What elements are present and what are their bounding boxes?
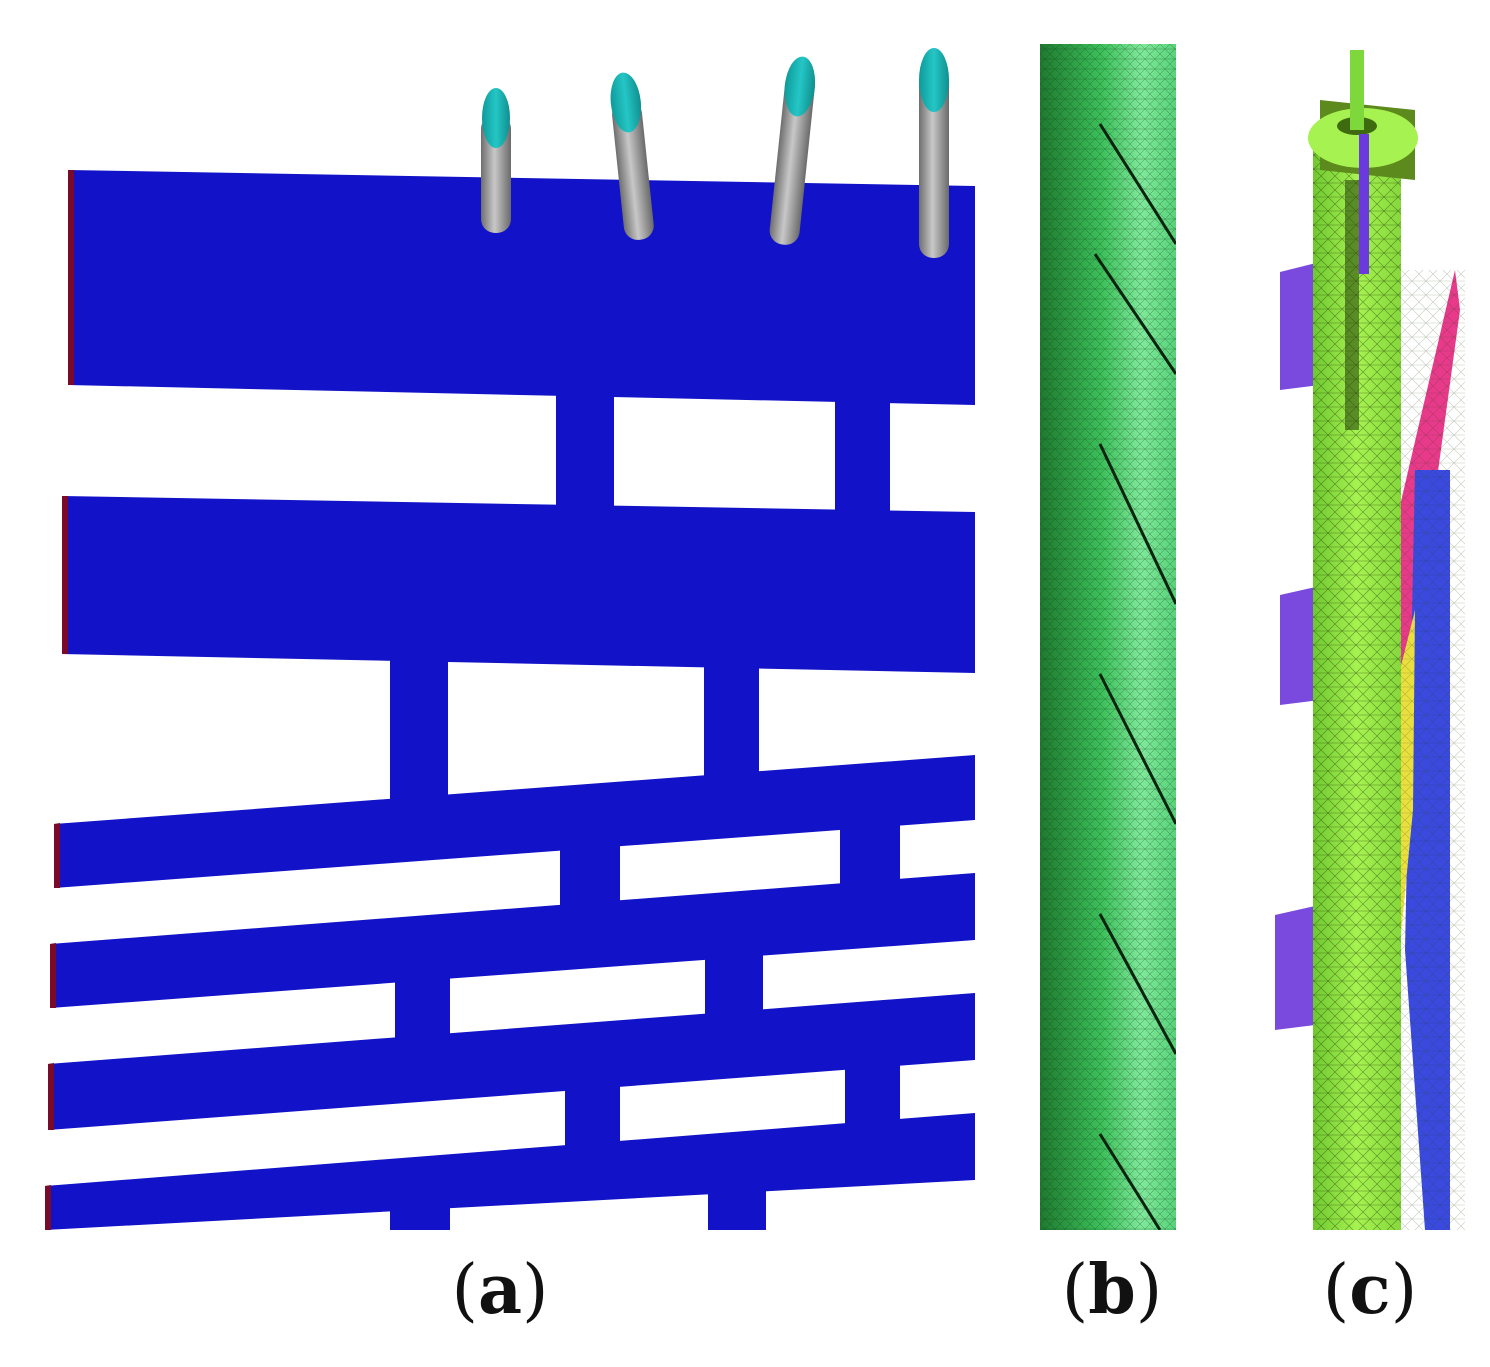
plate-edge [54, 823, 60, 888]
center-rod [1350, 50, 1364, 130]
plate-edge [50, 943, 56, 1008]
plate-bar-5 [48, 993, 975, 1130]
plate-connector [835, 395, 890, 515]
fin-tab [1275, 906, 1315, 1030]
plate-connector [390, 655, 448, 805]
plate-bar-4 [50, 873, 975, 1008]
plate-connector [556, 390, 614, 510]
caption-b: (b) [1061, 1250, 1163, 1330]
plate-connector [560, 810, 620, 910]
center-rod-dark [1345, 180, 1359, 430]
rod [610, 72, 654, 240]
rod [481, 88, 511, 233]
plate-edge [68, 170, 74, 385]
plate-edge [45, 1185, 51, 1230]
tube-mesh [1040, 44, 1176, 1230]
panel-c-finned-tube [1265, 50, 1465, 1230]
plate-edge [48, 1063, 54, 1130]
rod [769, 56, 816, 245]
plate-connector [390, 1200, 450, 1230]
panel-a-plate-mesh [40, 40, 975, 1230]
plate-mesh-figure [45, 48, 975, 1230]
helix-lines [1093, 123, 1176, 1230]
plate-bar-3 [54, 755, 975, 888]
plate-connector [840, 805, 900, 885]
caption-c: (c) [1322, 1250, 1418, 1330]
fin-tab [1280, 586, 1320, 705]
panel-b-helical-tube [1040, 44, 1176, 1230]
plate-bar-2 [62, 496, 975, 673]
plate-connector [708, 1180, 766, 1230]
plate-edge [62, 496, 68, 654]
center-rod-cut [1359, 134, 1369, 274]
fin-tab [1280, 262, 1320, 390]
plate-bar-1 [68, 170, 975, 405]
plate-bar-6 [45, 1113, 975, 1230]
rod [919, 48, 949, 258]
finned-tube-figure [1275, 50, 1465, 1230]
plate-connector [704, 660, 759, 785]
helical-tube-figure [1040, 44, 1176, 1230]
caption-a: (a) [451, 1250, 549, 1330]
